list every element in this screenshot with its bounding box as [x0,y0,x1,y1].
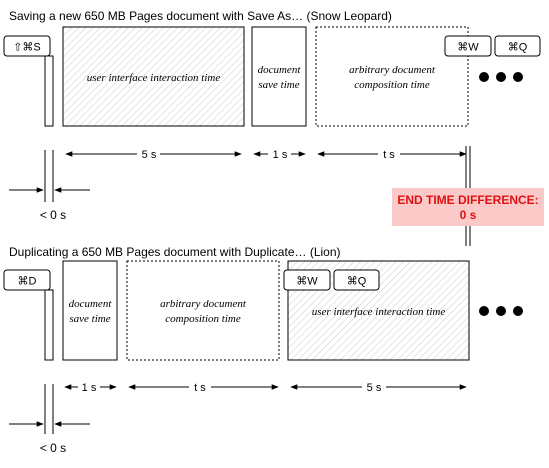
lion-compose-time-box: arbitrary document composition time [126,260,280,361]
snow-compose-time-box: arbitrary document composition time [315,26,469,127]
end-time-label: END TIME DIFFERENCE: [397,193,538,207]
snow-ui-time-label: user interface interaction time [87,72,221,84]
lion-save-time-box: document save time [62,260,118,361]
lion-duration-ui: 5 s [290,382,467,394]
snow-key-close-badge: ⌘W [444,35,492,57]
lion-duration-compose-label: t s [194,382,206,394]
lion-compose-line1: arbitrary document [160,298,247,310]
snow-key-close-label: ⌘W [457,42,479,54]
snow-duration-ui: 5 s [65,149,242,161]
snow-save-line1: document [258,64,302,76]
end-time-difference-callout: END TIME DIFFERENCE: 0 s [392,188,544,226]
lion-start-bar [44,289,54,361]
snow-gap-label: < 0 s [40,208,66,222]
start-bar [44,55,54,127]
lion-save-line2: save time [69,313,110,325]
end-time-value: 0 s [460,208,477,222]
snow-ui-time-box: user interface interaction time [62,26,245,127]
snow-gap-indicator: < 0 s [9,150,90,222]
lion-gap-indicator: < 0 s [9,384,90,455]
snow-duration-compose-label: t s [383,149,395,161]
lion-key-close-label: ⌘W [296,276,318,288]
lion-duration-save-label: 1 s [82,382,97,394]
lion-title: Duplicating a 650 MB Pages document with… [9,245,341,259]
lion-gap-label: < 0 s [40,441,66,455]
snow-duration-save: 1 s [253,149,306,161]
snow-compose-line1: arbitrary document [349,64,436,76]
lion-ui-time-label: user interface interaction time [312,306,446,318]
lion-duration-save: 1 s [64,382,117,394]
snow-key-quit-label: ⌘Q [508,42,528,54]
snow-compose-line2: composition time [354,79,430,91]
lion-key-close-badge: ⌘W [283,269,331,291]
lion-save-line1: document [69,298,113,310]
key-save-as-badge: ⇧⌘S [3,35,51,57]
snow-key-quit-badge: ⌘Q [494,35,541,57]
lion-key-quit-label: ⌘Q [347,276,367,288]
snow-ellipsis-dots [479,72,523,82]
lion-ellipsis-dots [479,306,523,316]
key-duplicate-badge: ⌘D [3,269,51,291]
snow-duration-ui-label: 5 s [142,149,157,161]
lion-duration-compose: t s [128,382,279,394]
snow-save-line2: save time [258,79,299,91]
snow-save-time-box: document save time [251,26,307,127]
key-save-as-label: ⇧⌘S [13,42,41,54]
lion-compose-line2: composition time [165,313,241,325]
lion-duration-ui-label: 5 s [367,382,382,394]
lion-key-quit-badge: ⌘Q [333,269,380,291]
snow-leopard-title: Saving a new 650 MB Pages document with … [9,9,392,23]
snow-duration-compose: t s [317,149,467,161]
snow-duration-save-label: 1 s [273,149,288,161]
key-duplicate-label: ⌘D [18,276,37,288]
